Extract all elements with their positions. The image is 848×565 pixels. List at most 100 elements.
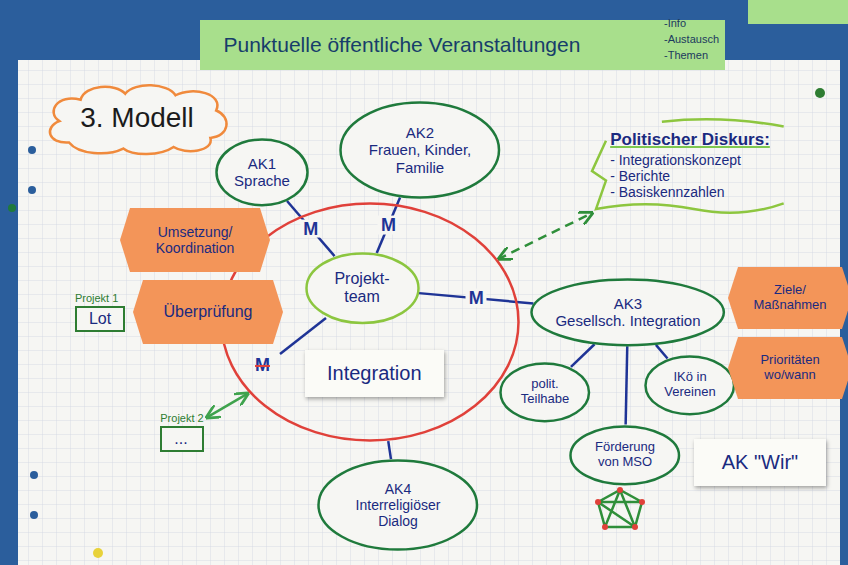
- node-text: Gesellsch. Integration: [555, 312, 700, 329]
- working-group-ellipse: AK2Frauen, Kinder, Familie: [339, 101, 501, 199]
- group-card: AK "Wir": [694, 439, 826, 486]
- node-text: AK "Wir": [722, 451, 798, 474]
- node-text: Förderung von MSO: [586, 440, 664, 470]
- node-text: AK4: [339, 481, 457, 497]
- hexagon-card: [133, 280, 283, 344]
- working-group-ellipse: AK3Gesellsch. Integration: [530, 278, 725, 347]
- network-dot: [632, 524, 638, 530]
- cloud-outline: [50, 85, 227, 154]
- hexagon-card: [120, 208, 270, 272]
- topic-ellipse: polit. Teilhabe: [499, 362, 591, 423]
- ellipse-outline: [532, 279, 724, 345]
- text-block: Politischer Diskurs:- Integrationskonzep…: [610, 130, 770, 201]
- ellipse-outline: [571, 426, 680, 484]
- node-text: Ziele/ Maßnahmen: [746, 283, 834, 313]
- node-text: Projekt 1: [75, 292, 125, 305]
- paper-sheet: [18, 60, 840, 565]
- ellipse-outline: [217, 139, 308, 205]
- node-text: Politischer Diskurs:: [610, 130, 770, 150]
- node-text: Überprüfung: [164, 303, 253, 321]
- side-note: -Info: [664, 17, 686, 29]
- node-text: Umsetzung/ Koordination: [143, 224, 248, 256]
- connector: [388, 441, 391, 459]
- text-block: Überprüfung: [164, 303, 253, 321]
- node-text: Prioritäten wo/wann: [746, 353, 834, 383]
- pin: [815, 88, 825, 98]
- connector: [498, 212, 593, 259]
- text-block: Ziele/ Maßnahmen: [746, 283, 834, 313]
- topic-ellipse: Förderung von MSO: [569, 425, 681, 486]
- topic-ellipse: IKö in Vereinen: [644, 355, 736, 416]
- side-note: -Themen: [664, 49, 708, 61]
- node-text: AK2: [361, 124, 479, 141]
- hexagon-card: [728, 267, 848, 329]
- model-cloud: 3. Modell: [40, 80, 234, 156]
- card-corner: [748, 0, 848, 24]
- node-text: AK3: [555, 295, 700, 312]
- text-block: Förderung von MSO: [586, 440, 664, 470]
- crossed-line: [280, 318, 326, 354]
- network-dot: [639, 499, 645, 505]
- connector: [571, 344, 595, 367]
- network-dot: [595, 499, 601, 505]
- node-text: - Basiskennzahlen: [610, 184, 770, 200]
- text-block: Projekt 1Lot: [75, 292, 125, 332]
- crossed-mark: M: [255, 356, 270, 376]
- connector: [626, 346, 628, 424]
- edge-label: M: [466, 289, 487, 308]
- text-block: Umsetzung/ Koordination: [143, 224, 248, 256]
- wavy-outline: [592, 119, 784, 212]
- node-text: 3. Modell: [80, 102, 194, 134]
- node-text: IKö in Vereinen: [659, 370, 721, 400]
- node-text: Interreligiöser Dialog: [339, 497, 457, 529]
- project-box: Projekt 1Lot: [73, 290, 127, 334]
- project-box: Projekt 2...: [158, 410, 205, 454]
- text-block: AK4Interreligiöser Dialog: [339, 481, 457, 529]
- text-block: IKö in Vereinen: [659, 370, 721, 400]
- connector: [206, 393, 249, 418]
- connector: [656, 345, 668, 359]
- ellipse-outline: [306, 253, 418, 323]
- text-block: Prioritäten wo/wann: [746, 353, 834, 383]
- event-card: Punktuelle öffentliche Veranstaltungen: [200, 20, 725, 70]
- working-group-ellipse: AK4Interreligiöser Dialog: [317, 459, 479, 551]
- punch-hole: [28, 186, 36, 194]
- text-block: 3. Modell: [80, 102, 194, 134]
- text-block: AK1Sprache: [234, 155, 290, 190]
- ellipse-outline: [341, 103, 500, 198]
- text-block: Punktuelle öffentliche Veranstaltungen: [224, 33, 581, 57]
- paper-grid: [18, 60, 840, 565]
- punch-hole: [28, 146, 36, 154]
- edge-label: M: [300, 219, 321, 238]
- network-symbol: [598, 490, 642, 527]
- node-text: Punktuelle öffentliche Veranstaltungen: [224, 33, 581, 57]
- node-text: Frauen, Kinder, Familie: [361, 141, 479, 176]
- working-group-ellipse: AK1Sprache: [215, 138, 309, 207]
- goal-hexagon: Prioritäten wo/wann: [728, 337, 848, 399]
- node-text: - Berichte: [610, 168, 770, 184]
- node-text: polit. Teilhabe: [514, 377, 576, 407]
- node-text: Integration: [327, 362, 422, 385]
- node-text: Projekt- team: [325, 270, 400, 307]
- network-dot: [617, 487, 623, 493]
- text-block: AK "Wir": [722, 451, 798, 474]
- text-block: Projekt- team: [325, 270, 400, 307]
- node-text: Sprache: [234, 172, 290, 189]
- side-note: -Austausch: [664, 33, 719, 45]
- punch-hole: [30, 511, 38, 519]
- discourse-note: Politischer Diskurs:- Integrationskonzep…: [590, 118, 790, 213]
- project-team-ellipse: Projekt- team: [305, 252, 420, 325]
- ellipse-outline: [319, 460, 478, 549]
- node-text: Lot: [75, 306, 125, 332]
- text-block: polit. Teilhabe: [514, 377, 576, 407]
- punch-hole: [30, 471, 38, 479]
- edge-label: M: [378, 216, 399, 235]
- node-text: AK1: [234, 155, 290, 172]
- network-dot: [602, 524, 608, 530]
- network-line: [598, 490, 642, 527]
- text-block: AK2Frauen, Kinder, Familie: [361, 124, 479, 176]
- text-block: AK3Gesellsch. Integration: [555, 295, 700, 330]
- text-block: Projekt 2...: [160, 412, 203, 452]
